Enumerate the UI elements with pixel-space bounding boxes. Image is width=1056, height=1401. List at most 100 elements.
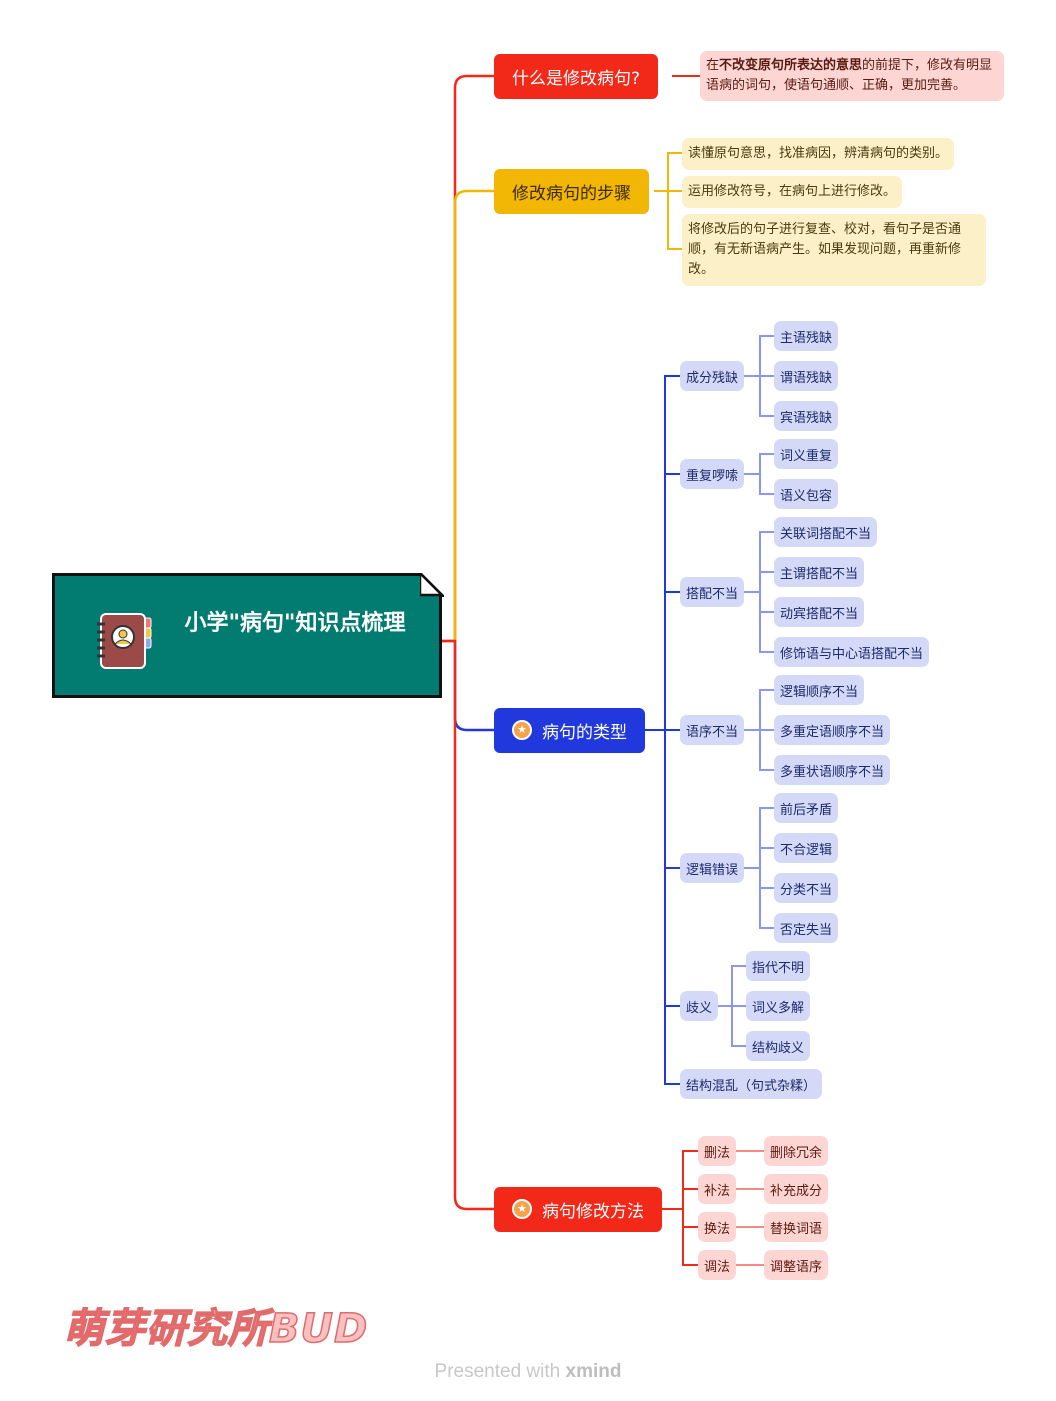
subtopic[interactable]: 词义重复: [774, 439, 839, 469]
topic-label: 前后矛盾: [780, 802, 833, 818]
subtopic[interactable]: 指代不明: [746, 951, 811, 981]
topic-label: 多重定语顺序不当: [780, 724, 885, 740]
topic-label: 修改病句的步骤: [512, 183, 631, 204]
subtopic[interactable]: 不合逻辑: [774, 833, 839, 863]
topic-label: 逻辑顺序不当: [780, 684, 859, 700]
topic-label: 多重状语顺序不当: [780, 764, 885, 780]
topic-label: 谓语残缺: [780, 370, 833, 386]
subtopic[interactable]: 逻辑顺序不当: [774, 675, 865, 705]
connector: [744, 571, 774, 593]
subtopic[interactable]: 补充成分: [764, 1174, 829, 1204]
leaf-topic[interactable]: 重复啰嗦: [680, 459, 745, 489]
leaf-topic[interactable]: 删法: [698, 1136, 737, 1166]
topic-label: 分类不当: [780, 882, 833, 898]
connector: [744, 867, 774, 929]
connector: [645, 375, 680, 731]
topic-label: 词义多解: [752, 1000, 805, 1016]
main-topic[interactable]: ★病句修改方法: [494, 1186, 662, 1232]
main-topic[interactable]: 什么是修改病句?: [494, 53, 659, 99]
topic-label: 病句的类型: [542, 722, 627, 743]
connector: [744, 453, 774, 475]
connector: [453, 641, 494, 732]
subtopic[interactable]: 前后矛盾: [774, 793, 839, 823]
subtopic[interactable]: 宾语残缺: [774, 401, 839, 431]
topic-label: 补法: [704, 1183, 731, 1199]
step-item[interactable]: 读懂原句意思，找准病因，辨清病句的类别。: [682, 138, 955, 170]
subtopic[interactable]: 词义多解: [746, 991, 811, 1021]
root-title: 小学"病句"知识点梳理: [184, 611, 406, 636]
connector: [718, 1005, 746, 1047]
topic-label: 关联词搭配不当: [780, 526, 872, 542]
leaf-topic[interactable]: 搭配不当: [680, 577, 745, 607]
connector: [662, 1150, 698, 1210]
subtopic[interactable]: 删除冗余: [764, 1136, 829, 1166]
connector: [718, 965, 746, 1007]
connector: [744, 335, 774, 377]
leaf-topic[interactable]: 成分残缺: [680, 361, 745, 391]
topic-label: 语序不当: [686, 724, 739, 740]
leaf-topic[interactable]: 逻辑错误: [680, 853, 745, 883]
connector: [654, 152, 682, 192]
subtopic[interactable]: 多重状语顺序不当: [774, 755, 891, 785]
topic-label: 宾语残缺: [780, 410, 833, 426]
topic-label: 调整语序: [770, 1259, 823, 1275]
topic-label: 修饰语与中心语搭配不当: [780, 646, 924, 662]
subtopic[interactable]: 动宾搭配不当: [774, 597, 865, 627]
topic-label: 否定失当: [780, 922, 833, 938]
desc-post: 的前提下，修改有明显语病的词句，使语句通顺、正确，更加完善。: [706, 58, 993, 93]
connector: [453, 189, 494, 641]
leaf-topic[interactable]: 换法: [698, 1212, 737, 1242]
definition-description: 在不改变原句所表达的意思的前提下，修改有明显语病的词句，使语句通顺、正确，更加完…: [700, 51, 1004, 101]
step-item[interactable]: 将修改后的句子进行复查、校对，看句子是否通顺，有无新语病产生。如果发现问题，再重…: [682, 214, 986, 286]
subtopic[interactable]: 语义包容: [774, 479, 839, 509]
leaf-topic[interactable]: 补法: [698, 1174, 737, 1204]
topic-label: 结构歧义: [752, 1040, 805, 1056]
topic-label: 词义重复: [780, 448, 833, 464]
main-topic[interactable]: ★病句的类型: [494, 707, 645, 753]
subtopic[interactable]: 否定失当: [774, 913, 839, 943]
topic-label: 搭配不当: [686, 586, 739, 602]
topic-label: 调法: [704, 1259, 731, 1275]
subtopic[interactable]: 替换词语: [764, 1212, 829, 1242]
root-topic[interactable]: 小学"病句"知识点梳理: [52, 573, 442, 698]
topic-label: 逻辑错误: [686, 862, 739, 878]
connector: [654, 190, 682, 250]
leaf-topic[interactable]: 调法: [698, 1250, 737, 1280]
connector: [645, 729, 680, 869]
connector: [662, 1208, 698, 1228]
topic-label: 不合逻辑: [780, 842, 833, 858]
topic-label: 语义包容: [780, 488, 833, 504]
subtopic[interactable]: 调整语序: [764, 1250, 829, 1280]
subtopic[interactable]: 主谓搭配不当: [774, 557, 865, 587]
subtopic[interactable]: 关联词搭配不当: [774, 517, 878, 547]
subtopic[interactable]: 多重定语顺序不当: [774, 715, 891, 745]
topic-label: 成分残缺: [686, 370, 739, 386]
connector: [662, 1188, 698, 1210]
subtopic[interactable]: 主语残缺: [774, 321, 839, 351]
connector: [442, 639, 494, 1211]
footer-text: Presented with: [434, 1361, 566, 1382]
step-item[interactable]: 运用修改符号，在病句上进行修改。: [682, 176, 903, 208]
footer-credit: Presented with xmind: [0, 1361, 1056, 1383]
topic-label: 结构混乱（句式杂糅）: [686, 1078, 817, 1094]
topic-label: 主谓搭配不当: [780, 566, 859, 582]
subtopic[interactable]: 分类不当: [774, 873, 839, 903]
subtopic[interactable]: 谓语残缺: [774, 361, 839, 391]
topic-label: 病句修改方法: [542, 1201, 644, 1222]
leaf-topic[interactable]: 语序不当: [680, 715, 745, 745]
connector: [744, 375, 774, 417]
subtopic[interactable]: 结构歧义: [746, 1031, 811, 1061]
main-topic[interactable]: 修改病句的步骤: [494, 168, 649, 214]
folded-corner: [420, 573, 444, 597]
desc-pre: 在: [706, 58, 720, 73]
connector: [662, 1208, 698, 1266]
leaf-topic[interactable]: 结构混乱（句式杂糅）: [680, 1069, 823, 1099]
connector: [645, 729, 680, 1085]
connector: [744, 473, 774, 495]
topic-label: 主语残缺: [780, 330, 833, 346]
connector: [744, 591, 774, 653]
leaf-topic[interactable]: 歧义: [680, 991, 719, 1021]
subtopic[interactable]: 修饰语与中心语搭配不当: [774, 637, 930, 667]
